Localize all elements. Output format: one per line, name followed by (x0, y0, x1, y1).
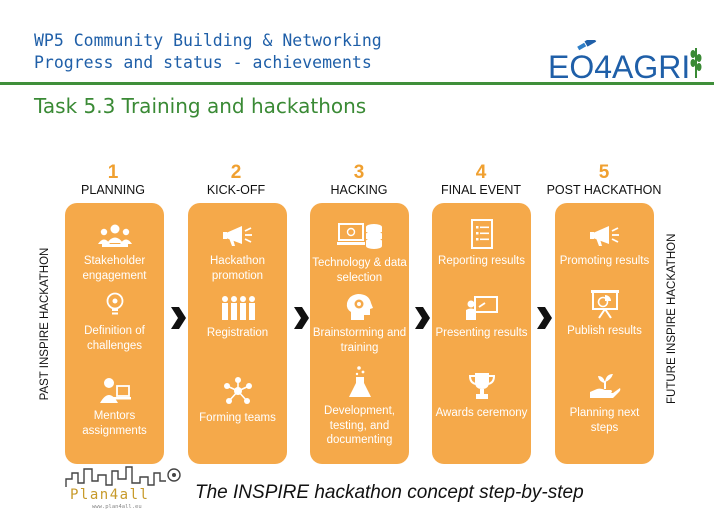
footer-caption: The INSPIRE hackathon concept step-by-st… (195, 482, 584, 503)
side-label-right: FUTURE INSPIRE HACKATHON (666, 233, 678, 404)
eo4agri-logo: EO4AGRI (546, 40, 706, 84)
eo4agri-logo-graphic: EO4AGRI (548, 40, 702, 84)
phase-item: Reporting results (432, 219, 531, 269)
item-label-registration: Registration (206, 327, 269, 339)
people-row-icon (221, 296, 255, 320)
side-label-left: PAST INSPIRE HACKATHON (39, 247, 51, 401)
flask-icon (348, 366, 371, 397)
item-label-stakeholder: Stakeholder engagement (82, 255, 147, 282)
chart-board-icon (590, 290, 619, 319)
item-label-forming-teams: Forming teams (199, 412, 276, 424)
header-title: WP5 Community Building & Networking Prog… (34, 30, 382, 74)
item-label-awards: Awards ceremony (435, 407, 528, 419)
phase-card-post-hackathon: Promoting results Publish results Planni… (555, 203, 654, 464)
mentor-icon (99, 378, 131, 403)
phase-number-4: 4 (475, 162, 487, 183)
phase-item: Stakeholder engagement (65, 223, 164, 283)
network-icon (223, 377, 252, 404)
item-label-challenges: Definition of challenges (84, 325, 145, 352)
plan4all-logo-text: Plan4all (70, 487, 150, 503)
checklist-icon (470, 219, 493, 249)
presentation-board-icon (465, 296, 498, 320)
phase-label-hacking: HACKING (330, 183, 388, 197)
item-label-mentors: Mentors assignments (82, 410, 147, 437)
chevron-right-icon (294, 307, 309, 329)
phase-item: Publish results (555, 289, 654, 339)
lightbulb-icon (106, 292, 123, 315)
phase-item: Planning next steps (555, 373, 654, 435)
phase-number-3: 3 (353, 162, 365, 183)
item-label-technology: Technology & data selection (312, 257, 407, 284)
phase-item: Definition of challenges (65, 291, 164, 353)
computer-database-icon (336, 223, 382, 249)
plan4all-logo: Plan4all www.plan4all.eu (62, 465, 186, 515)
chevron-right-icon (415, 307, 430, 329)
phase-number-5: 5 (598, 162, 610, 183)
megaphone-icon (589, 226, 619, 246)
phase-item: Mentors assignments (65, 376, 164, 438)
phase-label-planning: PLANNING (81, 183, 145, 197)
trophy-icon (468, 373, 495, 399)
chevron-right-icon (537, 307, 552, 329)
phase-number-2: 2 (230, 162, 242, 183)
phase-item: Presenting results (432, 295, 531, 341)
phase-item: Awards ceremony (432, 371, 531, 421)
logo-text: EO4AGRI (548, 49, 690, 84)
phase-card-final-event: Reporting results Presenting results Awa… (432, 203, 531, 464)
people-group-icon (97, 224, 132, 247)
item-label-publish: Publish results (567, 325, 642, 337)
phase-item: Development, testing, and documenting (310, 365, 409, 448)
task-title: Task 5.3 Training and hackathons (34, 94, 367, 118)
header-title-line1: WP5 Community Building & Networking (34, 31, 382, 50)
header-title-line2: Progress and status - achievements (34, 53, 372, 72)
item-label-presenting: Presenting results (435, 327, 528, 339)
phase-item: Registration (188, 295, 287, 341)
phase-item: Brainstorming and training (310, 293, 409, 355)
phase-label-final-event: FINAL EVENT (440, 183, 522, 197)
skyline-icon (65, 466, 181, 487)
phase-number-1: 1 (107, 162, 119, 183)
phase-label-kickoff: KICK-OFF (206, 183, 266, 197)
item-label-promotion: Hackathon promotion (210, 255, 265, 282)
plan4all-logo-url: www.plan4all.eu (92, 504, 142, 510)
hand-plant-icon (589, 374, 620, 398)
phase-card-kickoff: Hackathon promotion Registration Forming… (188, 203, 287, 464)
item-label-reporting: Reporting results (438, 255, 525, 267)
megaphone-icon (222, 226, 252, 246)
chevron-right-icon (171, 307, 186, 329)
item-label-development: Development, testing, and documenting (324, 405, 395, 446)
phase-card-hacking: Technology & data selection Brainstormin… (310, 203, 409, 464)
phase-label-post-hackathon: POST HACKATHON (546, 183, 662, 197)
phase-item: Technology & data selection (310, 221, 409, 285)
phase-item: Hackathon promotion (188, 223, 287, 283)
phase-item: Promoting results (555, 223, 654, 269)
header-divider (0, 82, 714, 85)
item-label-planning-next: Planning next steps (569, 407, 640, 434)
phase-item: Forming teams (188, 376, 287, 426)
brain-gear-icon (346, 294, 373, 320)
phase-card-planning: Stakeholder engagement Definition of cha… (65, 203, 164, 464)
item-label-promoting: Promoting results (559, 255, 650, 267)
item-label-brainstorming: Brainstorming and training (312, 327, 407, 354)
